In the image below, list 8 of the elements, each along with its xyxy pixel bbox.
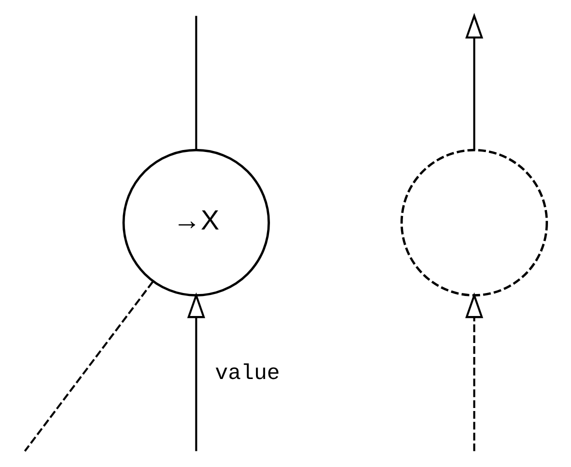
arrow — [465, 292, 484, 452]
connector — [24, 281, 154, 452]
edge-label: value — [215, 362, 280, 386]
arrow — [187, 292, 206, 452]
node-circle: →X — [122, 148, 270, 296]
connector — [195, 16, 198, 150]
node-circle — [400, 148, 548, 296]
arrow — [465, 12, 484, 150]
